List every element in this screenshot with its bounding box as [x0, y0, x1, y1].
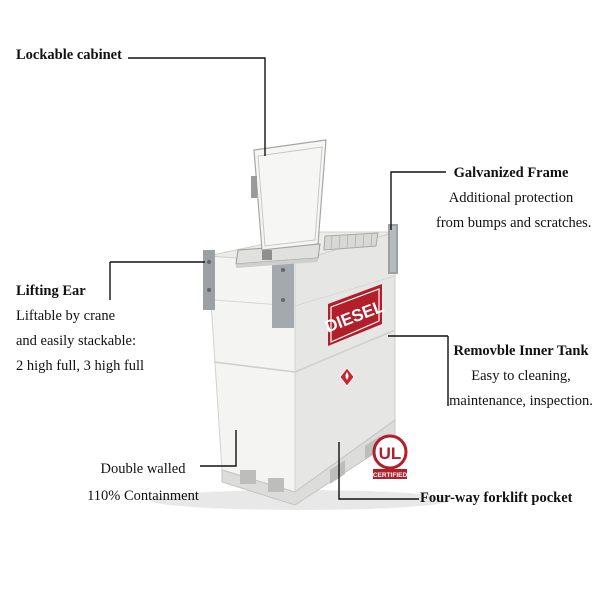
lifting-ear-line1: Liftable by crane: [16, 308, 116, 324]
callout-galvanized-frame: Galvanized Frame Additional protection f…: [436, 163, 592, 233]
lifting-ear-title: Lifting Ear: [16, 283, 86, 299]
ul-caption: CERTIFIED: [373, 472, 408, 479]
lifting-ear-line2: and easily stackable:: [16, 333, 136, 349]
double-walled-line2: 110% Containment: [87, 488, 199, 504]
galvanized-frame-title: Galvanized Frame: [453, 165, 569, 181]
lifting-ear-line3: 2 high full, 3 high full: [16, 358, 145, 374]
callout-double-walled: Double walled 110% Containment: [84, 459, 202, 506]
galvanized-frame-line1: Additional protection: [448, 190, 574, 206]
ul-mark: UL: [379, 444, 402, 463]
removable-inner-tank-line2: maintenance, inspection.: [449, 393, 593, 409]
removable-inner-tank-line1: Easy to cleaning,: [471, 368, 571, 384]
callout-removable-inner-tank: Removble Inner Tank Easy to cleaning, ma…: [446, 341, 596, 411]
callout-lockable-cabinet: Lockable cabinet: [16, 47, 122, 63]
ul-certified-icon: UL CERTIFIED: [372, 434, 408, 479]
double-walled-line1: Double walled: [100, 461, 186, 477]
removable-inner-tank-title: Removble Inner Tank: [453, 343, 589, 359]
callout-lifting-ear: Lifting Ear Liftable by crane and easily…: [16, 281, 144, 376]
callout-forklift-pocket: Four-way forklift pocket: [420, 490, 573, 506]
galvanized-frame-line2: from bumps and scratches.: [436, 215, 592, 231]
